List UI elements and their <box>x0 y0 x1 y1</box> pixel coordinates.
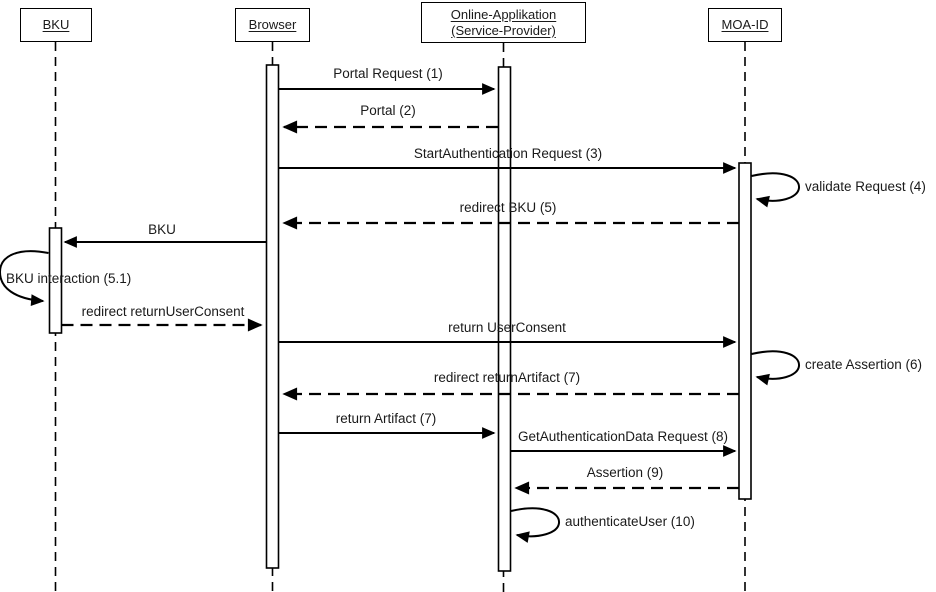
message-label-authenticate-user: authenticateUser (10) <box>565 514 695 529</box>
message-label-redirect-return-artifact: redirect returnArtifact (7) <box>433 370 581 385</box>
message-label-create-assertion: create Assertion (6) <box>805 357 923 372</box>
message-label-assertion: Assertion (9) <box>586 465 664 480</box>
activation-bar-online-app <box>497 66 512 572</box>
activation-bar-browser <box>265 64 280 569</box>
message-label-start-authentication: StartAuthentication Request (3) <box>413 146 603 161</box>
message-label-portal-request: Portal Request (1) <box>333 66 443 81</box>
message-label-validate-request: validate Request (4) <box>805 179 926 194</box>
loop-create-assertion <box>751 350 800 386</box>
message-label-bku: BKU <box>148 222 176 237</box>
actor-box-online-app: Online-Applikation (Service-Provider) <box>421 2 586 43</box>
actor-box-browser: Browser <box>235 8 310 42</box>
message-label-return-userconsent: return UserConsent <box>448 320 566 335</box>
actor-label-browser: Browser <box>248 17 297 32</box>
message-label-return-artifact: return Artifact (7) <box>335 411 437 426</box>
actor-label-moa-id: MOA-ID <box>721 17 769 32</box>
message-label-redirect-return-userconsent: redirect returnUserConsent <box>81 304 245 319</box>
actor-box-bku: BKU <box>20 8 92 42</box>
loop-authenticate-user <box>510 507 560 543</box>
message-label-redirect-bku: redirect BKU (5) <box>459 200 557 215</box>
actor-label-bku: BKU <box>42 17 70 32</box>
message-label-portal-return: Portal (2) <box>360 103 416 118</box>
actor-label-online-app: Online-Applikation (Service-Provider) <box>450 6 557 38</box>
message-label-bku-interaction: BKU interaction (5.1) <box>6 271 132 286</box>
activation-bar-moa-id <box>738 162 752 500</box>
activation-bar-bku <box>48 227 63 334</box>
message-label-get-authentication-data: GetAuthenticationData Request (8) <box>517 429 729 444</box>
loop-bku-interaction <box>0 250 49 307</box>
actor-box-moa-id: MOA-ID <box>708 8 782 42</box>
loop-validate-request <box>751 172 800 208</box>
